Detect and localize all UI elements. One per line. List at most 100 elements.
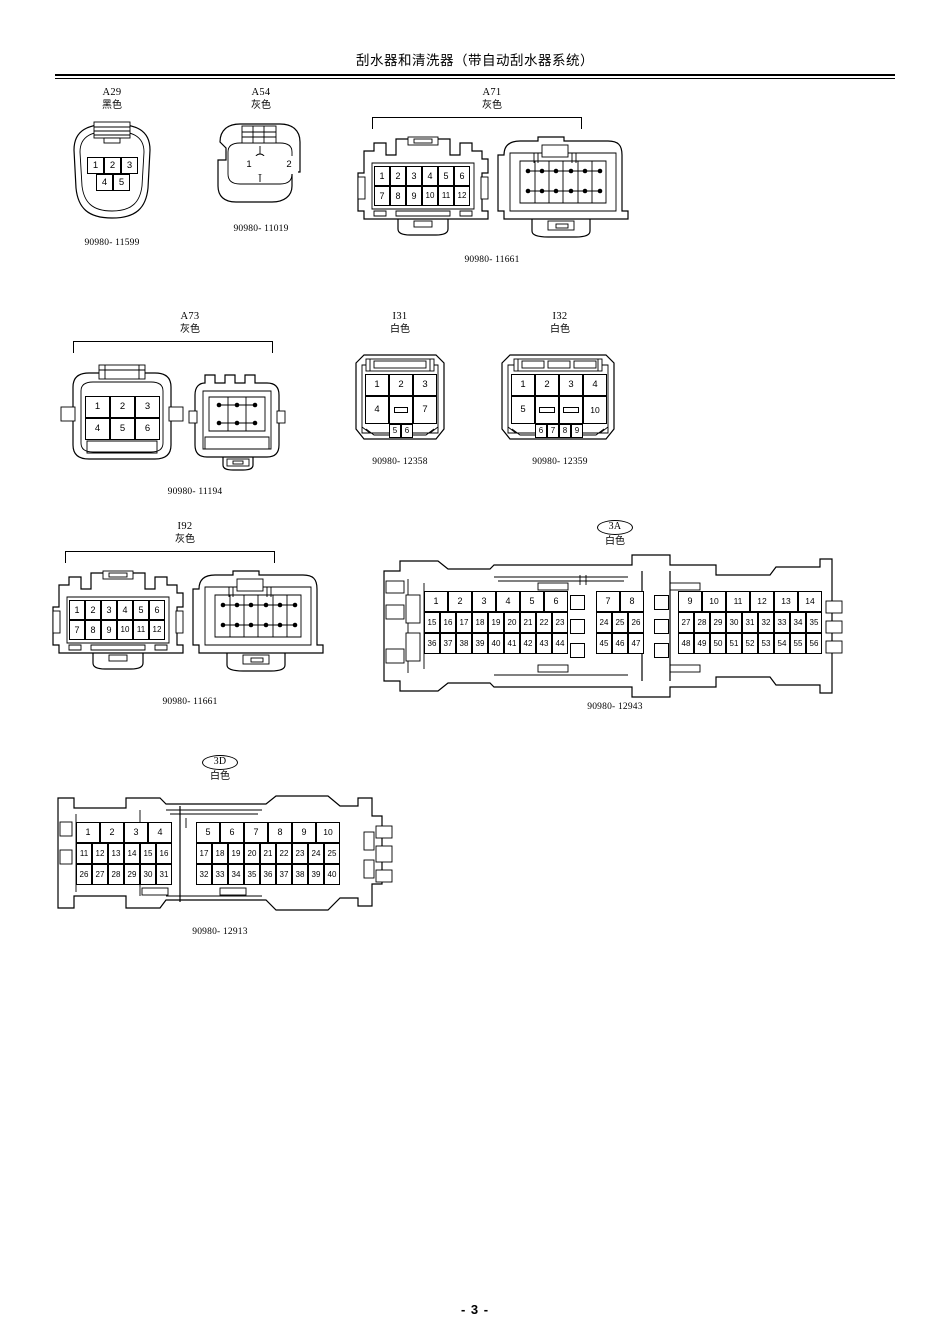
connector-3d-part-number: 90980- 12913 [192,927,248,937]
pin-row: 11 12 13 14 15 16 [76,843,172,864]
pin-cell: 6 [220,822,244,843]
connector-i92-pin-grid: 1 2 3 4 5 6 7 8 9 10 11 12 [69,600,165,640]
pin-cell: 1 [365,374,389,396]
connector-3d-drawing: 1 2 3 4 11 12 13 14 15 16 26 27 28 29 30… [40,788,400,923]
pin-cell: 46 [612,633,628,654]
connector-i31-color: 白色 [390,324,410,335]
connector-a29-part-number: 90980- 11599 [84,238,140,248]
pin-cell: 30 [726,612,742,633]
pin-cell: 26 [76,864,92,885]
pin-cell: 23 [552,612,568,633]
pin-cell: 3 [413,374,437,396]
pin-cell: 5 [196,822,220,843]
pin-cell: 12 [750,591,774,612]
pin-cell: 44 [552,633,568,654]
connector-i31-part-number: 90980- 12358 [372,457,428,467]
pin-cell: 43 [536,633,552,654]
connector-a29-pin-row-1: 4 5 [96,174,130,191]
pin-cell: 14 [798,591,822,612]
pin-cell: 31 [156,864,172,885]
connector-3d-housing-svg [57,795,393,911]
pin-cell: 4 [583,374,607,396]
pin-row: 7 8 9 10 11 12 [374,186,470,206]
pin-cell: 42 [520,633,536,654]
pin-cell: 50 [710,633,726,654]
pin-cell: 36 [260,864,276,885]
pin-cell: 26 [628,612,644,633]
pin-cell: 2 [280,156,298,174]
pin-cell: 11 [726,591,750,612]
connector-i92-part-number: 90980- 11661 [162,697,218,707]
connector-a54-part-number: 90980- 11019 [233,224,289,234]
pin-row: 1 2 3 [365,374,437,396]
pin-cell: 51 [726,633,742,654]
pin-cell: 19 [228,843,244,864]
pin-keyway [559,396,583,424]
pin-cell: 8 [390,186,406,206]
pin-cell: 4 [496,591,520,612]
pin-row: 7 8 [596,591,644,612]
pin-cell: 45 [596,633,612,654]
pin-cell: 3 [124,822,148,843]
lock-window [654,643,669,658]
pin-cell: 34 [790,612,806,633]
connector-i31: I31 白色 1 2 3 4 7 [340,310,460,467]
pin-cell: 2 [85,600,101,620]
pin-cell: 6 [544,591,568,612]
connector-i92: I92 灰色 [45,520,325,707]
pin-cell: 9 [406,186,422,206]
connector-3a-housing-svg [383,554,843,698]
pin-row: 5 6 7 8 9 10 [196,822,340,843]
pin-cell: 6 [535,424,547,438]
connector-i32-drawing: 1 2 3 4 5 10 6 7 8 9 [490,341,630,451]
connector-a29: A29 黑色 1 2 3 4 5 90980- 11599 [52,86,172,248]
pin-cell: 25 [612,612,628,633]
pin-row: 1 2 3 4 5 6 [424,591,568,612]
pin-cell: 10 [316,822,340,843]
pin-cell: 10 [117,620,133,640]
pin-cell: 32 [758,612,774,633]
pin-cell: 3 [559,374,583,396]
pin-cell: 1 [76,822,100,843]
pin-cell: 17 [196,843,212,864]
pin-row: 7 8 9 10 11 12 [69,620,165,640]
connector-a54: A54 灰色 1 2 90980- 11019 [196,86,326,234]
pin-cell: 8 [620,591,644,612]
connector-a29-drawing: 1 2 3 4 5 [52,116,172,226]
pin-cell: 3 [121,157,138,174]
pin-cell: 39 [472,633,488,654]
pin-cell: 8 [559,424,571,438]
connector-a29-color: 黑色 [102,100,122,111]
connector-3a: 3A 白色 [380,520,850,712]
connector-a71-bracket [372,117,582,129]
connector-i32-part-number: 90980- 12359 [532,457,588,467]
pin-row: 17 18 19 20 21 22 23 24 25 [196,843,340,864]
connector-a71-part-number: 90980- 11661 [464,255,520,265]
pin-cell: 8 [85,620,101,640]
pin-row: 5 10 [511,396,607,424]
pin-cell: 1 [424,591,448,612]
pin-cell: 6 [401,424,413,438]
pin-cell: 13 [108,843,124,864]
connector-i92-drawing: 1 2 3 4 5 6 7 8 9 10 11 12 [45,563,325,683]
pin-cell: 24 [308,843,324,864]
lock-window [570,595,585,610]
pin-cell: 29 [124,864,140,885]
pin-row: 32 33 34 35 36 37 38 39 40 [196,864,340,885]
pin-cell: 22 [536,612,552,633]
pin-cell: 30 [140,864,156,885]
pin-cell: 27 [678,612,694,633]
pin-cell: 49 [694,633,710,654]
pin-cell: 54 [774,633,790,654]
pin-cell: 4 [117,600,133,620]
pin-cell: 2 [448,591,472,612]
connector-i92-bracket [65,551,275,563]
connector-i92-color: 灰色 [175,534,195,545]
pin-row: 1 2 3 [85,396,160,418]
connector-3a-block-left: 1 2 3 4 5 6 15 16 17 18 19 20 21 22 23 3… [424,591,568,654]
pin-row: 1 2 3 4 5 6 [69,600,165,620]
pin-cell: 9 [292,822,316,843]
connector-3a-id: 3A [597,520,633,535]
pin-row: 9 10 11 12 13 14 [678,591,822,612]
pin-cell: 18 [212,843,228,864]
